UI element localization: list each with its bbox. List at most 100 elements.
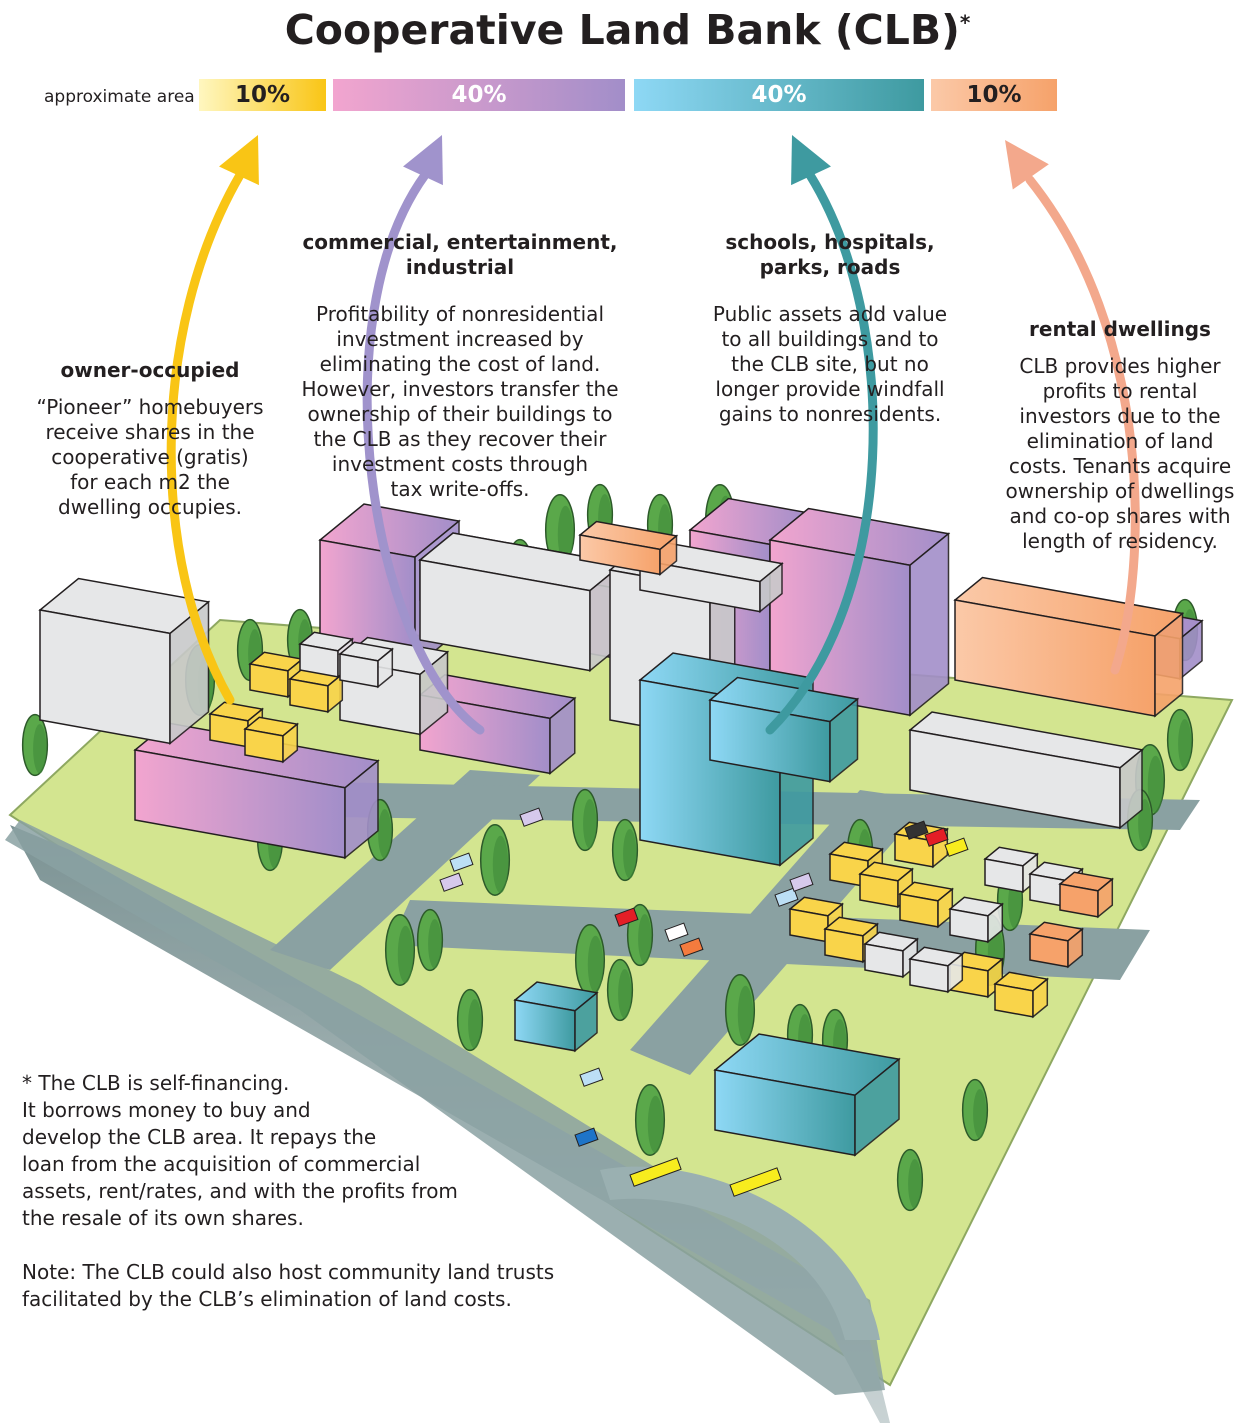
- tree-icon: [896, 1148, 924, 1212]
- public-line-4: gains to nonresidents.: [718, 402, 942, 426]
- commercial-heading-0: commercial, entertainment,: [302, 230, 618, 254]
- rental-heading: rental dwellings: [1029, 317, 1211, 341]
- bar-rental-value: 10%: [966, 82, 1022, 108]
- commercial-line-4: ownership of their buildings to: [307, 402, 613, 426]
- buildings-layer: [38, 497, 1204, 1197]
- arrow-commercial-icon: [362, 135, 485, 735]
- footnote-line-5: the resale of its own shares.: [22, 1206, 304, 1230]
- owner-heading: owner-occupied: [60, 358, 240, 382]
- rental-building: [578, 520, 679, 576]
- arrow-rental-icon: [1005, 140, 1140, 675]
- vehicle-icon: [729, 1167, 782, 1197]
- bar-owner-value: 10%: [234, 82, 291, 108]
- commercial-line-1: investment increased by: [336, 327, 584, 351]
- commercial-line-3: However, investors transfer the: [301, 377, 619, 401]
- tree-icon: [724, 974, 756, 1046]
- commercial-heading: commercial, entertainment, industrial: [285, 230, 635, 280]
- public-line-1: to all buildings and to: [721, 327, 939, 351]
- commercial-line-7: tax write-offs.: [390, 477, 530, 501]
- road-curve: [600, 1166, 880, 1340]
- tree-icon: [606, 958, 634, 1022]
- arrow-public-icon: [765, 135, 878, 735]
- owner-line-1: receive shares in the: [45, 420, 255, 444]
- area-label: approximate area: [44, 87, 195, 107]
- vehicle-icon: [629, 1157, 682, 1187]
- vehicle-icon: [574, 1127, 599, 1147]
- house: [948, 896, 1005, 944]
- tree-icon: [961, 1078, 989, 1142]
- tree-icon: [384, 914, 416, 986]
- public-line-0: Public assets add value: [712, 302, 948, 326]
- vehicle-icon: [664, 922, 689, 942]
- commercial-line-2: eliminating the cost of land.: [319, 352, 601, 376]
- arrow-owner-icon: [166, 135, 259, 705]
- vehicle-icon: [789, 872, 814, 892]
- house: [338, 641, 395, 689]
- rental-line-2: investors due to the: [1019, 404, 1221, 428]
- label-public: schools, hospitals, parks, roads Public …: [690, 230, 970, 427]
- vehicle-icon: [679, 937, 704, 957]
- public-line-2: the CLB site, but no: [731, 352, 929, 376]
- owner-line-0: “Pioneer” homebuyers: [36, 395, 264, 419]
- rental-line-6: and co-op shares with: [1009, 504, 1231, 528]
- vehicle-icon: [439, 872, 464, 892]
- house: [1028, 921, 1085, 969]
- tree-icon: [574, 924, 606, 996]
- vehicle-icon: [579, 1067, 604, 1087]
- vehicle-icon: [924, 827, 949, 847]
- main-road: [10, 825, 890, 1423]
- rental-line-5: ownership of dwellings: [1005, 479, 1235, 503]
- commercial-line-6: investment costs through: [331, 452, 589, 476]
- note-line-1: facilitated by the CLB’s elimination of …: [22, 1287, 512, 1311]
- tree-icon: [416, 908, 444, 972]
- bar-commercial: 40%: [333, 79, 625, 111]
- vehicle-icon: [519, 807, 544, 827]
- commercial-line-5: the CLB as they recover their: [313, 427, 607, 451]
- rental-line-7: length of residency.: [1022, 529, 1218, 553]
- footnote: * The CLB is self-financing. It borrows …: [22, 1070, 554, 1313]
- vehicle-icon: [449, 852, 474, 872]
- rental-line-1: profits to rental: [1042, 379, 1198, 403]
- public-building: [708, 676, 860, 784]
- public-heading-1: parks, roads: [759, 255, 901, 279]
- tree-icon: [1166, 708, 1194, 772]
- vehicle-icon: [904, 820, 929, 840]
- owner-line-3: for each m2 the: [70, 470, 230, 494]
- label-commercial: commercial, entertainment, industrial Pr…: [285, 230, 635, 502]
- main-road-band: [5, 820, 885, 1395]
- tree-icon: [479, 824, 511, 896]
- house: [908, 946, 965, 994]
- footnote-line-4: assets, rent/rates, and with the profits…: [22, 1179, 458, 1203]
- house: [898, 881, 955, 929]
- tree-icon: [456, 988, 484, 1052]
- note-line-0: Note: The CLB could also host community …: [22, 1260, 555, 1284]
- label-owner-occupied: owner-occupied “Pioneer” homebuyers rece…: [30, 358, 270, 520]
- bar-rental: 10%: [931, 79, 1057, 111]
- bar-owner-occupied: 10%: [199, 79, 326, 111]
- rental-line-3: elimination of land: [1026, 429, 1214, 453]
- house: [243, 716, 300, 764]
- rental-line-4: costs. Tenants acquire: [1008, 454, 1232, 478]
- footnote-line-1: It borrows money to buy and: [22, 1098, 311, 1122]
- bar-public-value: 40%: [751, 82, 807, 108]
- commercial-heading-1: industrial: [405, 255, 515, 279]
- arrows-layer: [166, 135, 1140, 735]
- label-rental: rental dwellings CLB provides higher pro…: [990, 317, 1250, 554]
- bar-commercial-value: 40%: [451, 82, 507, 108]
- footnote-line-2: develop the CLB area. It repays the: [22, 1125, 377, 1149]
- house: [993, 971, 1050, 1019]
- public-heading: schools, hospitals, parks, roads: [690, 230, 970, 280]
- road-vertical-1: [270, 770, 540, 970]
- grey-building: [908, 711, 1144, 830]
- public-heading-0: schools, hospitals,: [725, 230, 935, 254]
- tree-icon: [634, 1084, 666, 1156]
- vehicle-icon: [774, 887, 799, 907]
- public-line-3: longer provide windfall: [715, 377, 945, 401]
- house: [1058, 871, 1115, 919]
- vehicle-icon: [614, 907, 639, 927]
- vehicle-icon: [944, 837, 969, 857]
- commercial-line-0: Profitability of nonresidential: [316, 302, 604, 326]
- public-building: [513, 981, 599, 1053]
- tree-icon: [611, 818, 639, 882]
- bar-public: 40%: [634, 79, 924, 111]
